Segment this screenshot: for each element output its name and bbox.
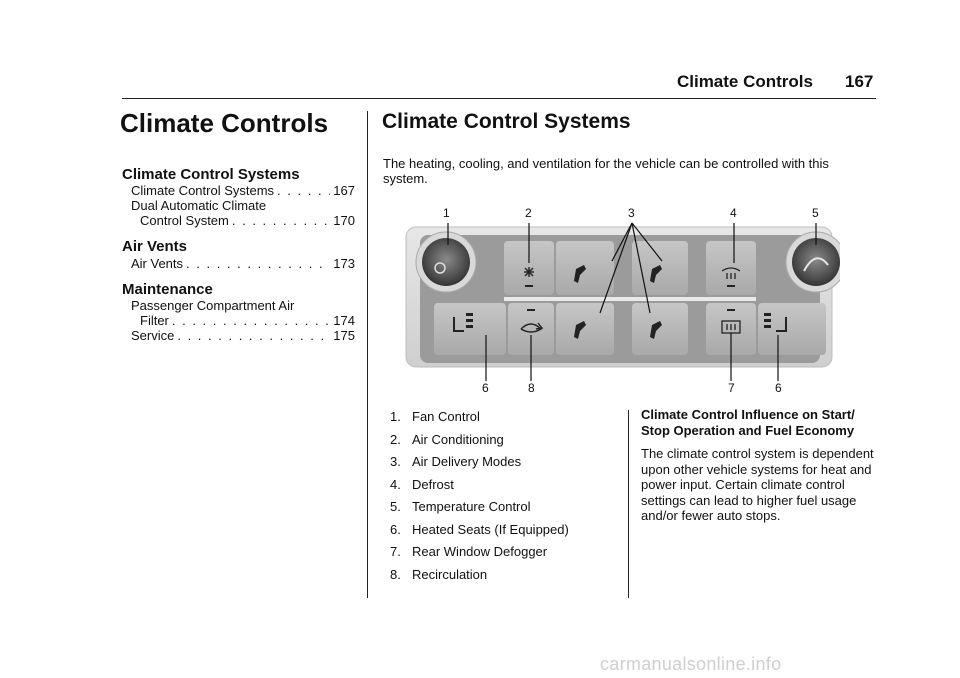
toc-entry-line[interactable]: Dual Automatic Climate [131, 198, 267, 213]
heated-seat-icon [453, 313, 787, 332]
callout-3: 3 [628, 206, 635, 220]
toc-entry-line[interactable]: Passenger Compartment Air [131, 298, 295, 313]
subsection-heading: Climate Control Influence on Start/ Stop… [641, 407, 855, 438]
toc-entry-service[interactable]: Service . . . . . . . . . . . . . . . . … [131, 328, 355, 343]
callout-legend-list: 1.Fan Control 2.Air Conditioning 3.Air D… [390, 406, 569, 586]
list-item: 6.Heated Seats (If Equipped) [390, 521, 569, 537]
toc-entry-page: 170 [333, 213, 355, 228]
mode-lower-right-button [632, 303, 688, 355]
recirculation-icon [520, 322, 544, 333]
callout-1: 1 [443, 206, 450, 220]
subsection-paragraph: The climate control system is dependent … [641, 446, 874, 523]
defrost-icon [721, 267, 741, 279]
header-divider [122, 98, 876, 99]
recirculation-button [508, 303, 554, 355]
seat-airflow-icon [574, 265, 662, 339]
running-header-title: Climate Controls [676, 72, 813, 91]
climate-panel-illustration [405, 222, 840, 381]
toc-entry-climate-control-systems[interactable]: Climate Control Systems . . . . . . . . … [131, 183, 355, 198]
toc-entry-air-vents[interactable]: Air Vents . . . . . . . . . . . . . . . … [131, 256, 355, 271]
toc-entry-page: 175 [333, 328, 355, 343]
toc-entry-label: Climate Control Systems [131, 183, 275, 198]
chrome-strip [504, 297, 756, 301]
page-number: 167 [845, 72, 874, 91]
toc-leader-dots: . . . . . . . . . . . . . . . . . . . . … [277, 183, 330, 198]
callout-2: 2 [525, 206, 532, 220]
toc-entry-label: Air Vents [131, 256, 184, 271]
toc-entry-dual-automatic[interactable]: Control System . . . . . . . . . . . . .… [140, 213, 355, 228]
callout-6-right: 6 [775, 381, 782, 395]
intro-paragraph: The heating, cooling, and ventilation fo… [383, 156, 829, 186]
toc-entry-label: Control System [140, 213, 229, 228]
toc-leader-dots: . . . . . . . . . . . . . . . . . . . . … [186, 256, 330, 271]
watermark-text: carmanualsonline.info [600, 654, 782, 674]
callout-8: 8 [528, 381, 535, 395]
list-item: 7.Rear Window Defogger [390, 544, 548, 559]
toc-section-heading: Maintenance [122, 281, 213, 298]
list-item: 8.Recirculation [390, 566, 488, 582]
toc-leader-dots: . . . . . . . . . . . . . . . . . . . . … [231, 213, 330, 228]
toc-entry-label: Service [131, 328, 175, 343]
list-item: 5.Temperature Control [390, 499, 531, 514]
list-item: 1.Fan Control [390, 409, 480, 424]
snowflake-icon [524, 267, 534, 277]
toc-entry-cabin-filter[interactable]: Filter . . . . . . . . . . . . . . . . .… [140, 313, 355, 328]
legend-column-divider [628, 410, 629, 598]
list-item: 2.Air Conditioning [390, 431, 504, 447]
callout-7: 7 [728, 381, 735, 395]
temperature-arc-icon [803, 257, 829, 272]
toc-entry-page: 173 [333, 256, 355, 271]
list-item: 3.Air Delivery Modes [390, 454, 522, 469]
toc-section-heading: Climate Control Systems [122, 166, 300, 183]
toc-leader-dots: . . . . . . . . . . . . . . . . . . . . … [171, 313, 331, 328]
toc-section-heading: Air Vents [122, 238, 188, 255]
toc-entry-page: 174 [333, 313, 355, 328]
temperature-control-knob [792, 238, 840, 286]
mode-lower-left-button [556, 303, 614, 355]
toc-entry-label: Filter [140, 313, 169, 328]
chapter-title: Climate Controls [120, 108, 329, 138]
heated-seat-right-button [758, 303, 826, 355]
fan-icon [434, 262, 446, 274]
callout-6-left: 6 [482, 381, 489, 395]
callout-leader-lines [447, 222, 817, 381]
list-item: 4.Defrost [390, 476, 454, 492]
toc-entry-page: 167 [333, 183, 355, 198]
toc-leader-dots: . . . . . . . . . . . . . . . . . . . . … [177, 328, 330, 343]
section-title: Climate Control Systems [382, 110, 631, 133]
heated-seat-left-button [434, 303, 506, 355]
column-divider [367, 111, 368, 598]
callout-5: 5 [812, 206, 819, 220]
callout-4: 4 [730, 206, 737, 220]
fan-control-knob [422, 238, 470, 286]
